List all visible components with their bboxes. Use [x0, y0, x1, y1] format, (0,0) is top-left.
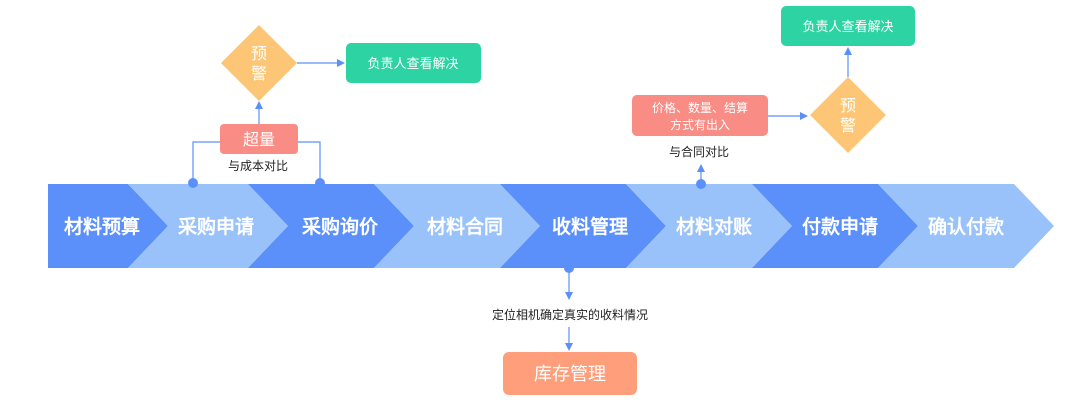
- right-resolve-label: 负责人查看解决: [802, 19, 893, 35]
- stage-label-2: 采购申请: [178, 215, 254, 238]
- left-warning-diamond[interactable]: [221, 25, 297, 101]
- mismatch-label-1: 价格、数量、结算: [652, 100, 748, 115]
- stage-label-8: 确认付款: [928, 215, 1005, 238]
- process-band: 材料预算 采购申请 采购询价 材料合同 收料管理 材料对账 付款申请 确认付款: [48, 184, 1054, 268]
- stage-label-5: 收料管理: [552, 215, 628, 238]
- stage-chevron-6[interactable]: [626, 184, 792, 268]
- stage-label-6: 材料对账: [676, 215, 752, 238]
- left-connector-dot-1: [188, 178, 198, 188]
- right-warning-label-1: 预: [840, 96, 856, 115]
- left-resolve-label: 负责人查看解决: [367, 56, 458, 72]
- stage-chevron-1[interactable]: [48, 184, 168, 268]
- stage-chevron-3[interactable]: [248, 184, 414, 268]
- storage-box[interactable]: [503, 352, 637, 395]
- over-quantity-label: 超量: [243, 130, 275, 149]
- bottom-branch: 定位相机确定真实的收料情况 库存管理: [492, 263, 648, 395]
- stage-chevron-4[interactable]: [374, 184, 540, 268]
- storage-label: 库存管理: [534, 364, 606, 385]
- mismatch-box[interactable]: [632, 95, 768, 136]
- right-resolve-box[interactable]: [781, 6, 915, 46]
- stage-chevron-2[interactable]: [128, 184, 288, 268]
- over-quantity-box[interactable]: [220, 124, 298, 154]
- stage-label-3: 采购询价: [302, 215, 379, 238]
- stage-label-1: 材料预算: [64, 215, 140, 238]
- stage-label-4: 材料合同: [427, 215, 503, 238]
- right-warning-label-2: 警: [840, 116, 856, 135]
- right-branch: 与合同对比 价格、数量、结算 方式有出入 预 警 负责人查看解决: [632, 6, 915, 189]
- left-resolve-box[interactable]: [346, 43, 481, 83]
- stage-chevron-7[interactable]: [752, 184, 918, 268]
- stage-chevron-8[interactable]: [878, 184, 1054, 268]
- left-warning-label-2: 警: [251, 64, 267, 83]
- mismatch-label-2: 方式有出入: [670, 117, 730, 132]
- left-warning-label-1: 预: [251, 44, 267, 63]
- left-branch: 超量 与成本对比 预 警 负责人查看解决: [188, 25, 481, 188]
- stage-label-7: 付款申请: [802, 215, 878, 238]
- cost-compare-label: 与成本对比: [228, 159, 288, 173]
- camera-note-label: 定位相机确定真实的收料情况: [492, 307, 648, 322]
- contract-compare-label: 与合同对比: [669, 144, 729, 159]
- right-warning-diamond[interactable]: [810, 77, 886, 153]
- left-connector-dot-2: [315, 178, 325, 188]
- stage-chevron-5[interactable]: [500, 184, 666, 268]
